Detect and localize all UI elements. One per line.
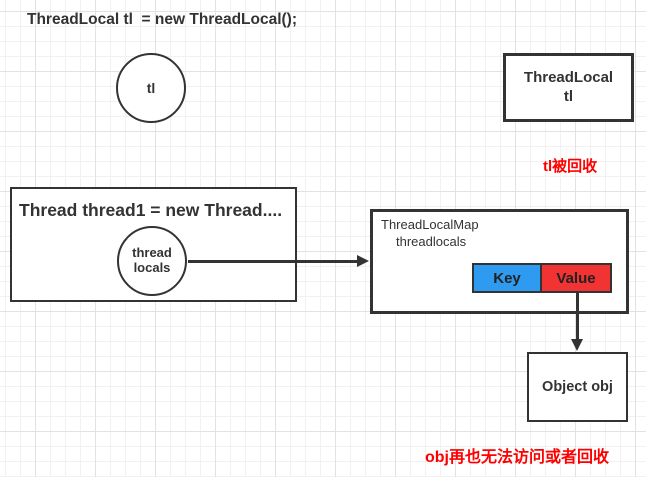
threadlocalmap-box: ThreadLocalMap threadlocals Key Value (370, 209, 629, 314)
tl-reference-circle: tl (116, 53, 186, 123)
map-entry-key-cell: Key (474, 265, 542, 291)
obj-unreachable-note: obj再也无法访问或者回收 (425, 449, 609, 466)
threadlocalmap-subtitle: threadlocals (396, 234, 467, 249)
object-obj-box: Object obj (527, 352, 628, 422)
map-entry-row: Key Value (472, 263, 612, 293)
threadlocalmap-title: ThreadLocalMap (381, 217, 479, 232)
threadlocals-field-label-line1: thread (132, 245, 172, 261)
tl-collected-note: tl被回收 (543, 158, 598, 175)
arrow-threadlocals-to-map-head (357, 255, 369, 267)
threadlocal-object-label-line1: ThreadLocal (523, 68, 614, 86)
tl-reference-label: tl (146, 79, 156, 96)
map-entry-value-cell: Value (542, 265, 610, 291)
code-statement-title: ThreadLocal tl = new ThreadLocal(); (27, 11, 298, 28)
arrow-value-to-object-head (571, 339, 583, 351)
thread-object-title: Thread thread1 = new Thread.... (19, 200, 283, 220)
threadlocal-object-box: ThreadLocal tl (503, 53, 634, 122)
threadlocals-field-circle: thread locals (117, 226, 187, 296)
arrow-value-to-object-line (576, 291, 579, 341)
threadlocal-object-label-line2: tl (563, 87, 574, 105)
arrow-threadlocals-to-map-line (188, 260, 359, 263)
threadlocals-field-label-line2: locals (133, 260, 171, 275)
object-obj-label: Object obj (542, 379, 613, 395)
